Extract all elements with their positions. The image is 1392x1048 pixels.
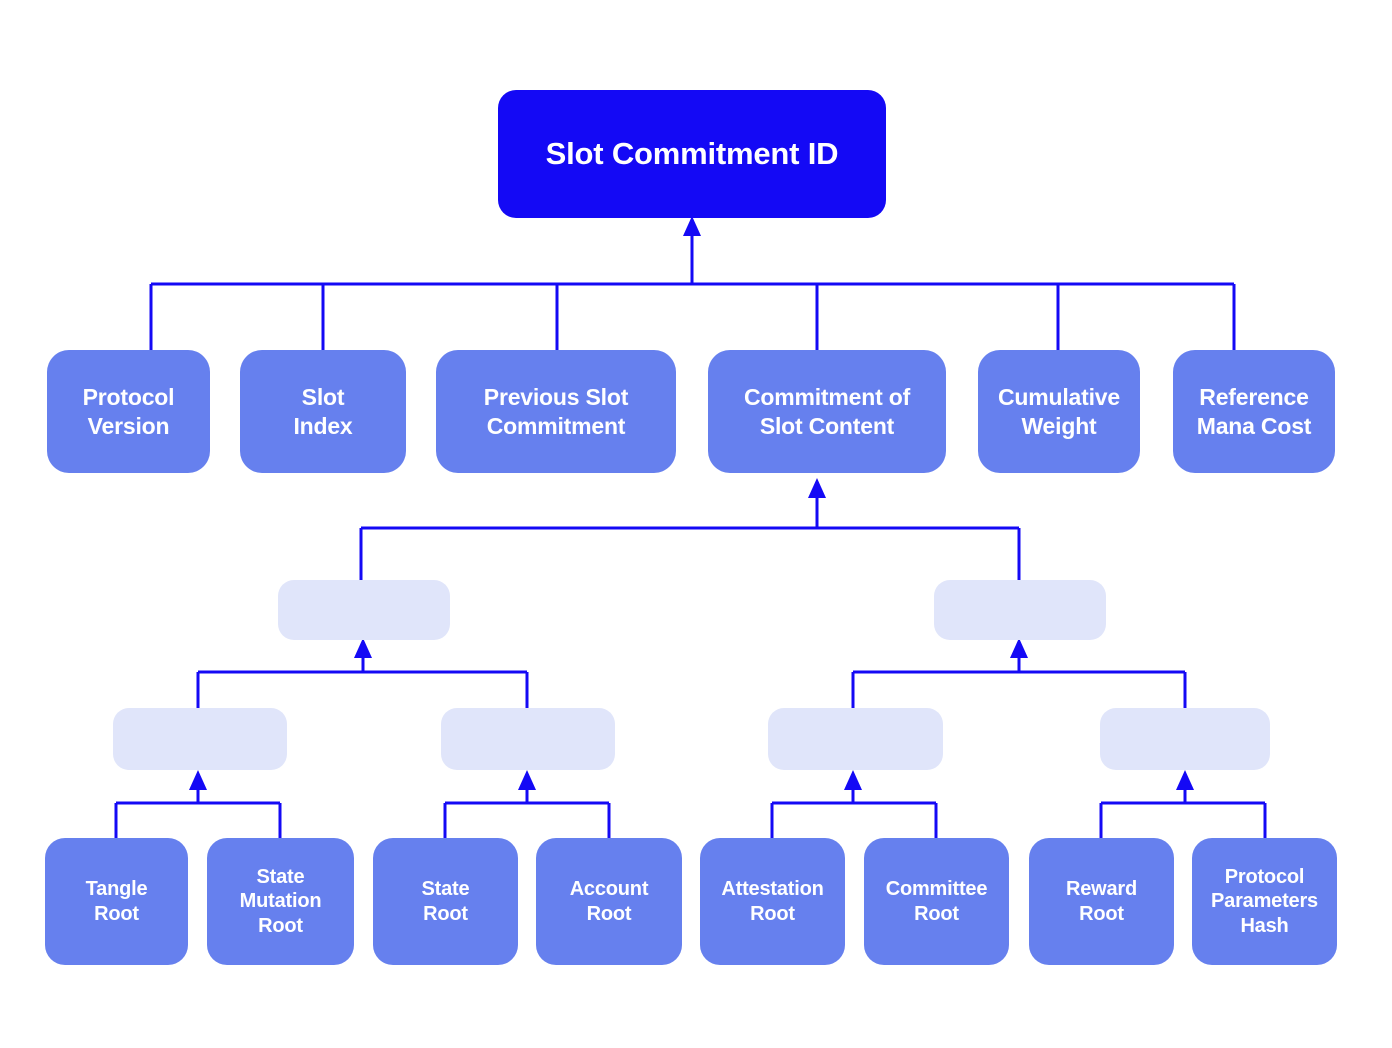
connector-slot-content-arrow — [808, 478, 826, 528]
node-account-root[interactable]: Account Root — [536, 838, 682, 965]
node-protocol-parameters-hash[interactable]: Protocol Parameters Hash — [1192, 838, 1337, 965]
node-reward-root[interactable]: Reward Root — [1029, 838, 1174, 965]
node-commitment-of-slot-content[interactable]: Commitment of Slot Content — [708, 350, 946, 473]
connector-hash-left-top — [196, 638, 529, 708]
node-committee-root[interactable]: Committee Root — [864, 838, 1009, 965]
node-slot-commitment-id[interactable]: Slot Commitment ID — [498, 90, 886, 218]
connector-root-arrow — [683, 216, 701, 284]
node-state-mutation-root[interactable]: State Mutation Root — [207, 838, 354, 965]
node-reference-mana-cost[interactable]: Reference Mana Cost — [1173, 350, 1335, 473]
connector-hash-4 — [1099, 770, 1267, 840]
connector-hash-2 — [443, 770, 611, 840]
node-state-root[interactable]: State Root — [373, 838, 518, 965]
connector-field-bus — [149, 282, 1236, 352]
connector-hash-bus-top — [359, 526, 1021, 580]
node-protocol-version[interactable]: Protocol Version — [47, 350, 210, 473]
node-hash-intermediate-right[interactable] — [934, 580, 1106, 640]
node-attestation-root[interactable]: Attestation Root — [700, 838, 845, 965]
node-hash-leafpair-3[interactable] — [768, 708, 943, 770]
node-hash-leafpair-4[interactable] — [1100, 708, 1270, 770]
connector-hash-right-top — [851, 638, 1187, 708]
node-tangle-root[interactable]: Tangle Root — [45, 838, 188, 965]
node-hash-intermediate-left[interactable] — [278, 580, 450, 640]
node-hash-leafpair-2[interactable] — [441, 708, 615, 770]
node-hash-leafpair-1[interactable] — [113, 708, 287, 770]
node-slot-index[interactable]: Slot Index — [240, 350, 406, 473]
connector-hash-1 — [114, 770, 282, 840]
node-cumulative-weight[interactable]: Cumulative Weight — [978, 350, 1140, 473]
connector-hash-3 — [770, 770, 938, 840]
node-previous-slot-commitment[interactable]: Previous Slot Commitment — [436, 350, 676, 473]
